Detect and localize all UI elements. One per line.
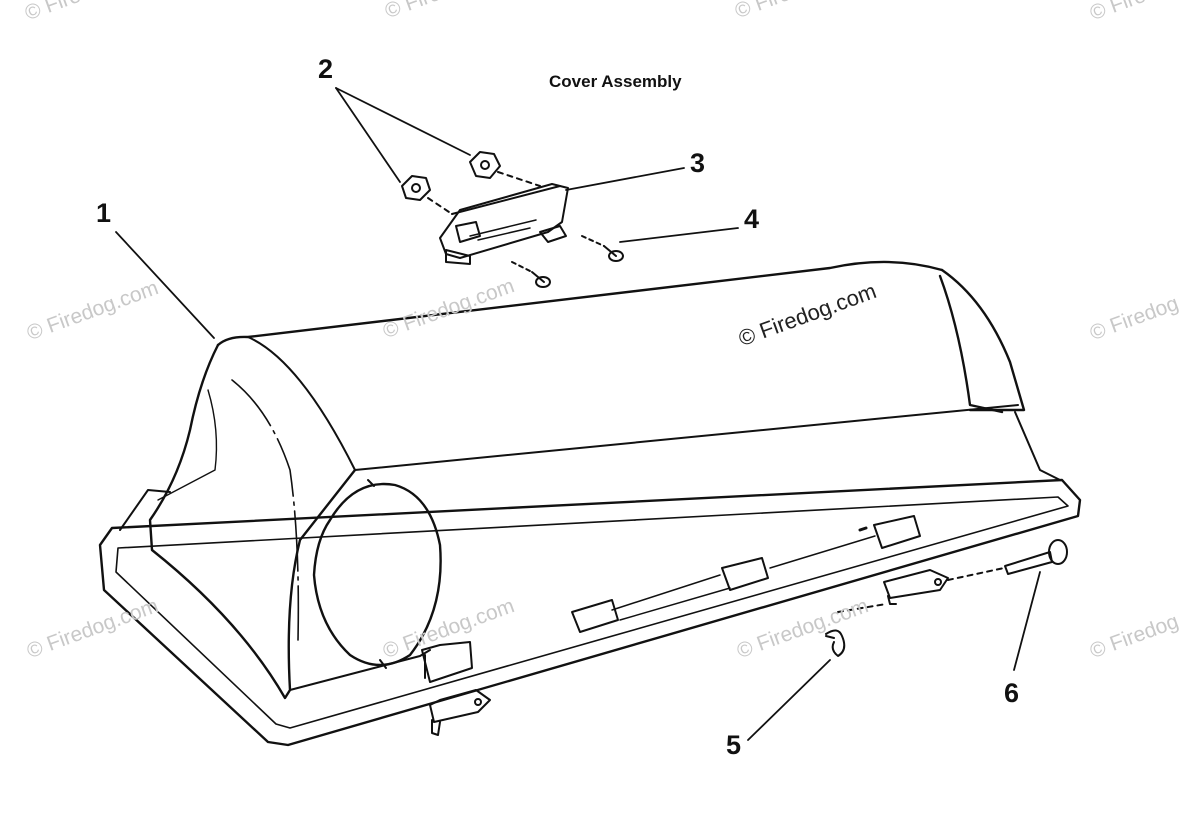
cover-dome — [148, 260, 1026, 700]
cover-end-disc — [312, 479, 442, 669]
hinge-brackets — [421, 515, 921, 683]
hinge-pin-and-clip — [825, 539, 1068, 657]
cover-base-tray — [98, 411, 1082, 747]
callout-1: 1 — [96, 198, 112, 228]
callout-6: 6 — [1004, 678, 1020, 708]
callout-3: 3 — [690, 148, 706, 178]
leader-lines — [115, 87, 1041, 741]
callout-5: 5 — [726, 730, 742, 760]
lower-hinge-tabs — [429, 569, 949, 736]
callout-2: 2 — [318, 54, 334, 84]
handle-assembly — [401, 151, 624, 288]
diagram-title: Cover Assembly — [549, 72, 682, 91]
callout-4: 4 — [744, 204, 760, 234]
